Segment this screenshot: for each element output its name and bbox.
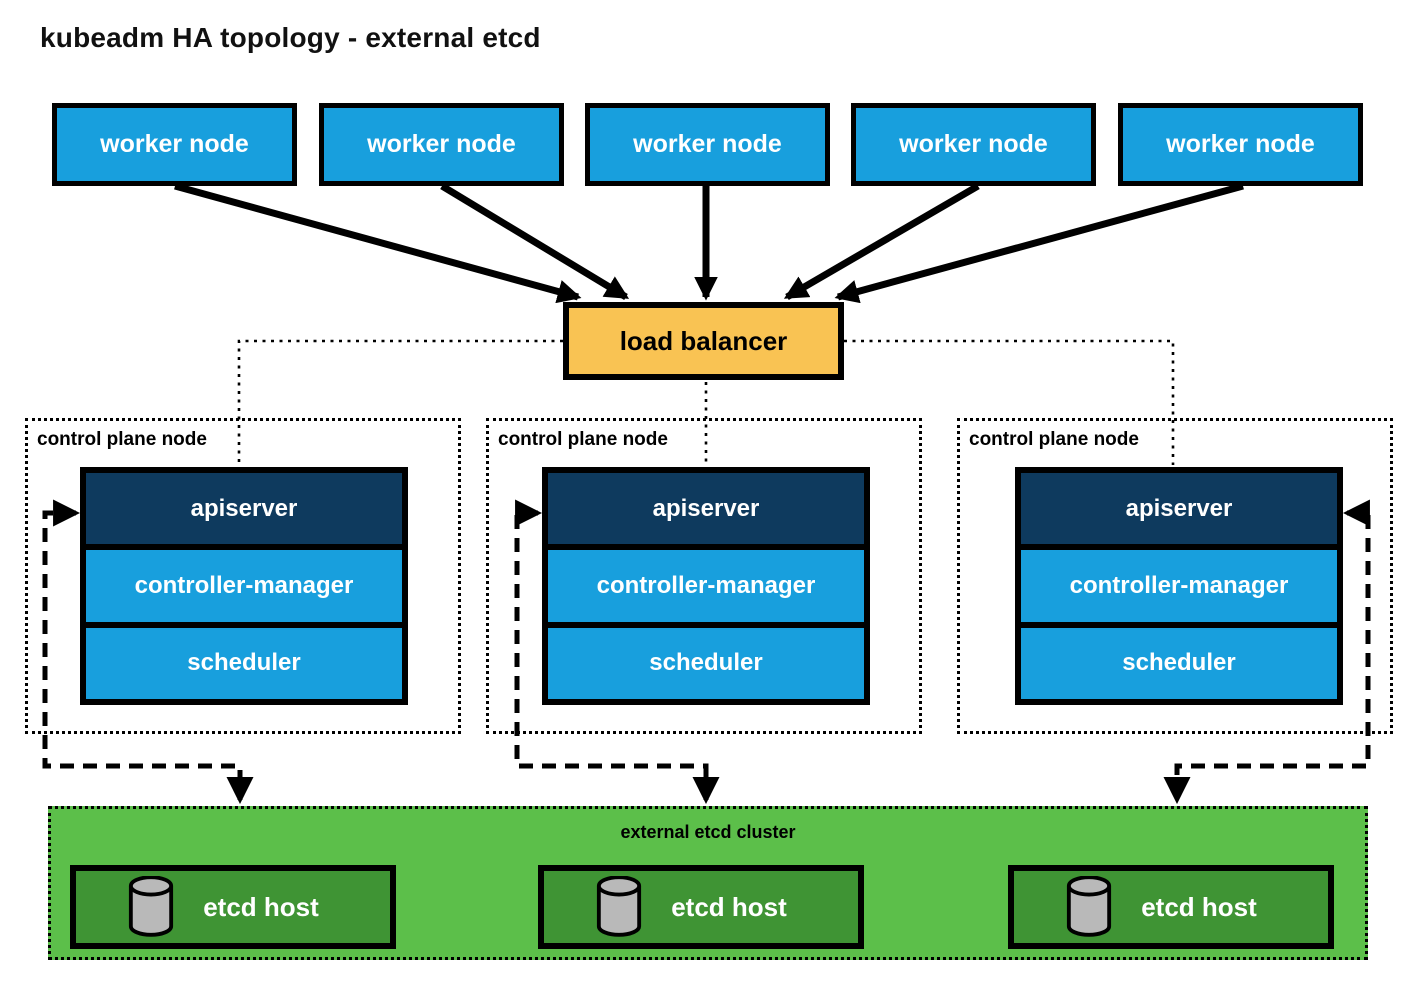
load-balancer: load balancer [563, 302, 844, 380]
cp1-controller-manager-label: controller-manager [134, 571, 354, 599]
arrow-worker2-lb [440, 183, 630, 300]
cp2-scheduler: scheduler [548, 627, 864, 699]
worker-node-1: worker node [52, 103, 297, 186]
worker-node-2: worker node [319, 103, 564, 186]
control-plane-node-2: control plane node [486, 418, 922, 734]
cp1-scheduler-label: scheduler [187, 649, 301, 677]
arrow-worker1-lb [174, 182, 582, 304]
worker-node-2-label: worker node [367, 130, 516, 158]
etcd-host-3-label: etcd host [1141, 891, 1257, 922]
control-plane-2-component-stack: apiserver controller-manager scheduler [542, 467, 870, 705]
worker-node-1-label: worker node [100, 130, 249, 158]
worker-node-4-label: worker node [899, 130, 1048, 158]
worker-node-4: worker node [851, 103, 1096, 186]
control-plane-3-component-stack: apiserver controller-manager scheduler [1015, 467, 1343, 705]
worker-node-5: worker node [1118, 103, 1363, 186]
cp2-scheduler-label: scheduler [649, 649, 763, 677]
worker-node-3-label: worker node [633, 130, 782, 158]
control-plane-node-1: control plane node [25, 418, 461, 734]
control-plane-node-3: control plane node [957, 418, 1393, 734]
diagram-title: kubeadm HA topology - external etcd [40, 22, 541, 53]
cp3-scheduler: scheduler [1021, 627, 1337, 699]
cp3-apiserver-label: apiserver [1125, 494, 1233, 522]
etcd-host-2-label: etcd host [671, 891, 787, 922]
cp2-apiserver: apiserver [548, 473, 864, 545]
control-plane-node-2-label: control plane node [498, 429, 668, 450]
worker-to-lb-arrows [174, 182, 1244, 304]
cp3-scheduler-label: scheduler [1122, 649, 1236, 677]
cp2-apiserver-label: apiserver [652, 494, 760, 522]
arrow-worker4-lb [783, 182, 980, 301]
arrow-worker5-lb [834, 182, 1244, 304]
worker-node-3: worker node [585, 103, 830, 186]
external-etcd-cluster-label: external etcd cluster [620, 822, 796, 842]
etcd-host-2: etcd host [538, 865, 864, 949]
cp1-apiserver-label: apiserver [190, 494, 298, 522]
control-plane-1-component-stack: apiserver controller-manager scheduler [80, 467, 408, 705]
etcd-host-1-label: etcd host [203, 891, 319, 922]
etcd-host-1: etcd host [70, 865, 396, 949]
control-plane-node-1-label: control plane node [37, 429, 207, 450]
database-cylinder-icon [597, 876, 642, 937]
etcd-host-3: etcd host [1008, 865, 1334, 949]
cp1-scheduler: scheduler [86, 627, 402, 699]
cp2-controller-manager: controller-manager [548, 550, 864, 622]
load-balancer-label: load balancer [619, 325, 788, 356]
cp3-controller-manager-label: controller-manager [1069, 571, 1289, 599]
database-cylinder-icon [129, 876, 174, 937]
database-cylinder-icon [1067, 876, 1112, 937]
cp3-apiserver: apiserver [1021, 473, 1337, 545]
worker-node-5-label: worker node [1166, 130, 1315, 158]
cp2-controller-manager-label: controller-manager [596, 571, 816, 599]
cp1-controller-manager: controller-manager [86, 550, 402, 622]
control-plane-node-3-label: control plane node [969, 429, 1139, 450]
cp1-apiserver: apiserver [86, 473, 402, 545]
cp3-controller-manager: controller-manager [1021, 550, 1337, 622]
